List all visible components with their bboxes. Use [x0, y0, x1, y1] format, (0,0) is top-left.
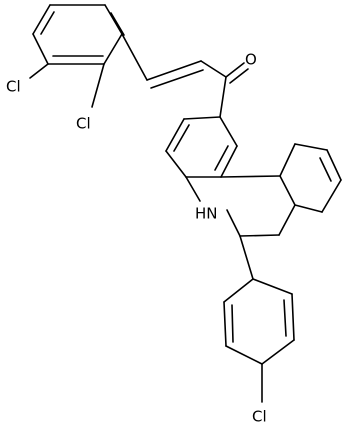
enone-chain — [121, 33, 249, 118]
piperidine-ring — [185, 175, 296, 237]
bond-c2-cl — [91, 63, 105, 108]
chlorine-label-2: Cl — [76, 115, 91, 133]
cyclopentene-ring — [279, 143, 342, 213]
chlorine-label-4: Cl — [252, 408, 267, 426]
bond-c3-cl — [29, 63, 49, 79]
dichlorophenyl-ring — [32, 4, 125, 65]
nitrogen-label: HN — [195, 205, 218, 223]
oxygen-label: O — [245, 51, 257, 69]
chlorine-label-3: Cl — [6, 78, 21, 96]
chlorophenyl-ring — [223, 235, 295, 403]
benzo-ring — [165, 116, 238, 178]
